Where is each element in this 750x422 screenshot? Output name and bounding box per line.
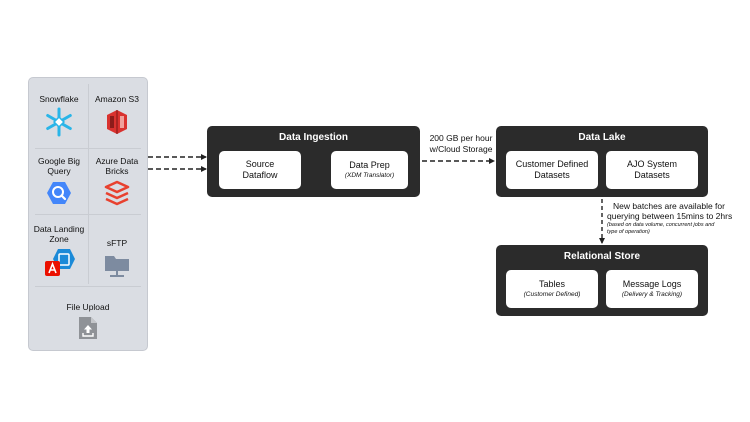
batch-note-sub-1: (based on data volume, concurrent jobs a… <box>607 222 715 228</box>
source-snowflake-label: Snowflake <box>39 94 79 104</box>
source-data-landing-zone: Data Landing Zone <box>31 224 87 279</box>
batch-note-line-1: New batches are available for <box>613 201 725 211</box>
source-dataflow-label: Source Dataflow <box>242 159 278 180</box>
source-google-bigquery-label: Google Big Query <box>37 156 81 176</box>
amazon-s3-icon <box>107 110 127 134</box>
ajo-system-datasets-label: AJO System Datasets <box>626 159 677 180</box>
source-sftp-label: sFTP <box>106 238 128 248</box>
tables-card: Tables (Customer Defined) <box>506 270 598 308</box>
sftp-icon <box>105 256 129 277</box>
file-upload-icon <box>79 317 97 339</box>
throughput-note-line-1: 200 GB per hour <box>429 133 493 143</box>
data-prep-sublabel: (XDM Translator) <box>344 172 395 179</box>
snowflake-icon <box>46 107 72 137</box>
throughput-note-line-2: w/Cloud Storage <box>429 144 493 154</box>
batch-note-sub-2: type of operation) <box>607 229 650 235</box>
sources-row-divider-2 <box>35 214 141 215</box>
source-amazon-s3-label: Amazon S3 <box>95 94 139 104</box>
data-lake-box: Data Lake Customer Defined Datasets AJO … <box>496 126 708 197</box>
source-file-upload-label: File Upload <box>66 302 110 312</box>
message-logs-label: Message Logs <box>622 279 682 289</box>
relational-store-box: Relational Store Tables (Customer Define… <box>496 245 708 316</box>
source-snowflake: Snowflake <box>31 94 87 137</box>
sources-row-divider-1 <box>35 148 141 149</box>
ajo-system-datasets-card: AJO System Datasets <box>606 151 698 189</box>
source-azure-databricks-label: Azure Data Bricks <box>95 156 139 176</box>
source-file-upload: File Upload <box>31 302 145 341</box>
data-ingestion-title: Data Ingestion <box>279 132 348 143</box>
tables-label: Tables <box>538 279 565 289</box>
sources-row-divider-3 <box>35 286 141 287</box>
sources-panel: Snowflake Amazon S3 Google Big Query Azu <box>28 77 148 351</box>
batch-note-line-2: querying between 15mins to 2hrs <box>607 211 733 221</box>
source-dataflow-card: Source Dataflow <box>219 151 301 189</box>
source-google-bigquery: Google Big Query <box>31 156 87 207</box>
customer-defined-datasets-label: Customer Defined Datasets <box>515 159 589 180</box>
throughput-note: 200 GB per hour w/Cloud Storage <box>424 133 498 155</box>
tables-sublabel: (Customer Defined) <box>523 291 581 298</box>
source-sftp: sFTP <box>89 238 145 279</box>
data-prep-card: Data Prep (XDM Translator) <box>331 151 408 189</box>
data-lake-title: Data Lake <box>578 132 626 143</box>
message-logs-card: Message Logs (Delivery & Tracking) <box>606 270 698 308</box>
azure-databricks-icon <box>104 180 130 206</box>
customer-defined-datasets-card: Customer Defined Datasets <box>506 151 598 189</box>
sources-column-divider <box>88 84 89 284</box>
data-ingestion-box: Data Ingestion Source Dataflow Data Prep… <box>207 126 420 197</box>
google-bigquery-icon <box>47 182 71 204</box>
source-data-landing-zone-label: Data Landing Zone <box>33 224 85 244</box>
relational-store-title: Relational Store <box>563 251 641 262</box>
source-amazon-s3: Amazon S3 <box>89 94 145 137</box>
message-logs-sublabel: (Delivery & Tracking) <box>621 291 683 298</box>
batch-availability-note: New batches are available for querying b… <box>607 201 747 236</box>
source-azure-databricks: Azure Data Bricks <box>89 156 145 207</box>
data-prep-label: Data Prep <box>349 160 390 170</box>
data-landing-zone-icon <box>45 249 75 276</box>
